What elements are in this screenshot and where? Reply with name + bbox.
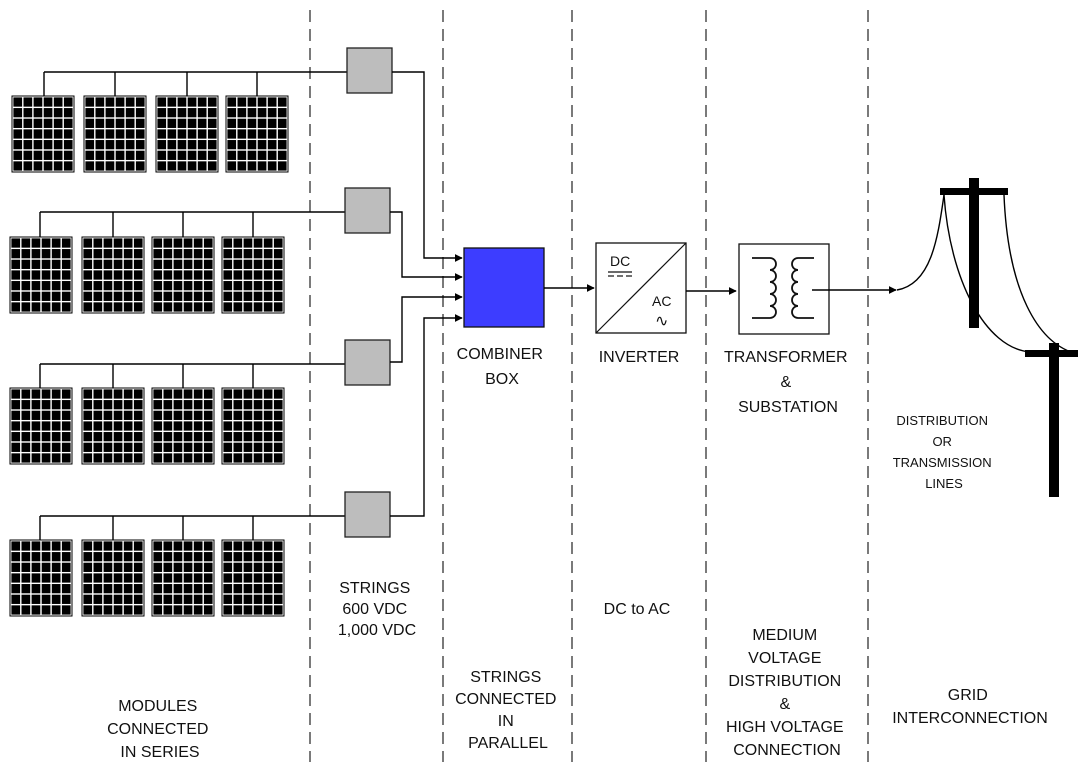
utility-poles-icon — [896, 178, 1078, 497]
junction-boxes — [344, 47, 393, 538]
lines-label: DISTRIBUTION OR TRANSMISSION LINES — [893, 413, 996, 491]
grid-section-label: GRID INTERCONNECTION — [892, 687, 1048, 727]
solar-module-2-3 — [151, 236, 215, 314]
section-dividers — [309, 10, 869, 762]
string-wires — [390, 71, 463, 517]
dc-ac-section-label: DC to AC — [604, 601, 671, 618]
solar-module-3-2 — [81, 387, 145, 465]
combiner-label: COMBINER BOX — [457, 346, 548, 388]
junction-box-4 — [344, 491, 391, 538]
voltage-section-label: MEDIUM VOLTAGE DISTRIBUTION & HIGH VOLTA… — [726, 627, 848, 759]
solar-module-4-2 — [81, 539, 145, 617]
solar-module-4-3 — [151, 539, 215, 617]
parallel-section-label: STRINGS CONNECTED IN PARALLEL — [455, 669, 561, 752]
solar-module-4-4 — [221, 539, 285, 617]
strings-section-label: STRINGS 600 VDC 1,000 VDC — [338, 580, 416, 639]
solar-module-3-3 — [151, 387, 215, 465]
solar-module-3-4 — [221, 387, 285, 465]
solar-module-1-2 — [83, 95, 147, 173]
solar-module-1-3 — [155, 95, 219, 173]
solar-module-3-1 — [9, 387, 73, 465]
solar-module-4-1 — [9, 539, 73, 617]
inverter-ac-label: AC — [652, 293, 671, 309]
solar-module-2-4 — [221, 236, 285, 314]
combiner-box — [463, 247, 545, 328]
solar-module-1-1 — [11, 95, 75, 173]
solar-module-2-2 — [81, 236, 145, 314]
transformer-label: TRANSFORMER & SUBSTATION — [724, 349, 852, 416]
inverter: DC AC ∿ — [595, 242, 687, 334]
junction-box-1 — [346, 47, 393, 94]
modules-section-label: MODULES CONNECTED IN SERIES — [107, 698, 213, 761]
transformer — [738, 243, 830, 335]
inverter-ac-symbol: ∿ — [655, 313, 668, 330]
solar-module-strings — [9, 71, 347, 617]
junction-box-2 — [344, 187, 391, 234]
solar-module-1-4 — [225, 95, 289, 173]
solar-module-2-1 — [9, 236, 73, 314]
junction-box-3 — [344, 339, 391, 386]
inverter-dc-label: DC — [610, 253, 630, 269]
inverter-label: INVERTER — [599, 349, 680, 366]
